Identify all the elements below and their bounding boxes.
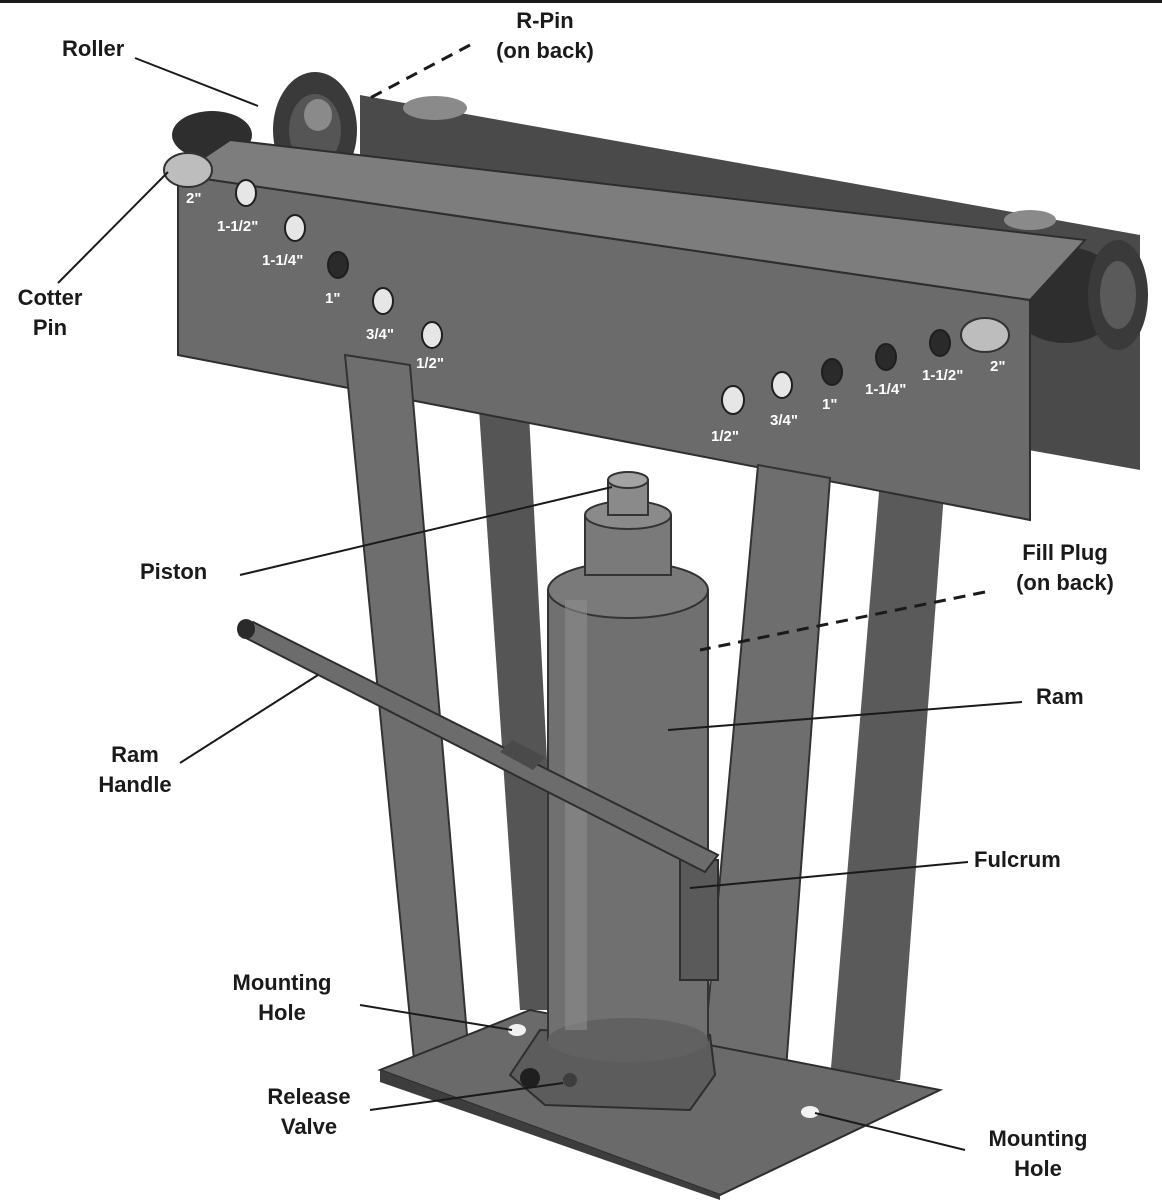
label-mounting-hole-right-line1: Mounting [988, 1126, 1088, 1151]
label-cotter-pin: Cotter Pin [0, 283, 100, 343]
leader-fulcrum [689, 861, 969, 889]
label-roller: Roller [62, 36, 125, 61]
size-left-1in: 1" [325, 290, 341, 307]
ram-handle-sleeve [500, 740, 545, 770]
size-right-1-1-4in: 1-1/4" [865, 381, 907, 398]
label-cotter-pin-line2: Pin [32, 315, 68, 340]
label-cotter-pin-line1: Cotter [17, 285, 83, 310]
sizing-holes-right [721, 329, 951, 415]
mounting-hole-left-mark [508, 1024, 526, 1036]
ram-handle-end [237, 619, 255, 639]
fulcrum-block [679, 859, 719, 981]
size-left-2in: 2" [186, 190, 202, 207]
top-pins [403, 96, 1056, 230]
label-r-pin-line2: (on back) [496, 38, 594, 63]
label-fill-plug-line1: Fill Plug [1022, 540, 1108, 565]
label-mounting-hole-right: Mounting Hole [968, 1124, 1108, 1184]
label-release-valve: Release Valve [244, 1082, 374, 1142]
label-mounting-hole-left-line1: Mounting [232, 970, 332, 995]
leader-roller [134, 57, 259, 107]
front-plate-top-edge [175, 138, 1088, 302]
label-piston: Piston [140, 559, 208, 584]
leader-release-valve [369, 1082, 564, 1111]
release-valve-knob [520, 1068, 540, 1088]
sizing-holes-left [235, 179, 443, 349]
leader-ram [667, 701, 1023, 731]
label-fulcrum: Fulcrum [974, 847, 1061, 872]
label-r-pin: R-Pin (on back) [470, 6, 620, 66]
label-ram-handle-line1: Ram [111, 742, 159, 767]
leader-mounting-hole-right [814, 1112, 966, 1151]
size-right-1-2in: 1/2" [711, 428, 739, 445]
label-ram-handle-line2: Handle [98, 772, 172, 797]
release-valve-stem [563, 1073, 577, 1087]
label-ram-handle: Ram Handle [80, 740, 190, 800]
size-left-1-1-4in: 1-1/4" [262, 252, 304, 269]
size-right-1-1-2in: 1-1/2" [922, 367, 964, 384]
label-mounting-hole-left: Mounting Hole [212, 968, 352, 1028]
size-left-1-1-2in: 1-1/2" [217, 218, 259, 235]
label-fill-plug-line2: (on back) [1016, 570, 1114, 595]
leader-mounting-hole-left [359, 1004, 513, 1031]
ram-highlight [565, 600, 587, 1030]
size-right-1in: 1" [822, 396, 838, 413]
leader-lines [57, 43, 1023, 1151]
piston-cap [607, 471, 649, 489]
label-r-pin-line1: R-Pin [516, 8, 574, 33]
cotter-pin-right [960, 317, 1010, 353]
size-right-3-4in: 3/4" [770, 412, 798, 429]
size-right-2in: 2" [990, 358, 1006, 375]
top-rule [0, 0, 1162, 3]
label-release-valve-line1: Release [267, 1084, 351, 1109]
back-leg-right [830, 480, 945, 1080]
label-ram: Ram [1036, 684, 1084, 709]
label-fill-plug: Fill Plug (on back) [990, 538, 1140, 598]
base-plate-edge [380, 1070, 720, 1200]
leader-cotter-pin [57, 171, 169, 284]
mounting-hole-right-mark [801, 1106, 819, 1118]
leader-ram-handle [179, 674, 319, 764]
roller-right [1007, 240, 1148, 350]
leader-r-pin [369, 43, 471, 100]
size-left-3-4in: 3/4" [366, 326, 394, 343]
cotter-pin-left [163, 152, 213, 188]
leader-fill-plug [699, 590, 986, 652]
back-leg-left [478, 395, 560, 1010]
size-left-1-2in: 1/2" [416, 355, 444, 372]
label-release-valve-line2: Valve [280, 1114, 338, 1139]
leader-piston [239, 486, 613, 576]
ram-cylinder-bottom [548, 1018, 708, 1062]
label-mounting-hole-right-line2: Hole [1014, 1156, 1062, 1181]
label-mounting-hole-left-line2: Hole [258, 1000, 306, 1025]
